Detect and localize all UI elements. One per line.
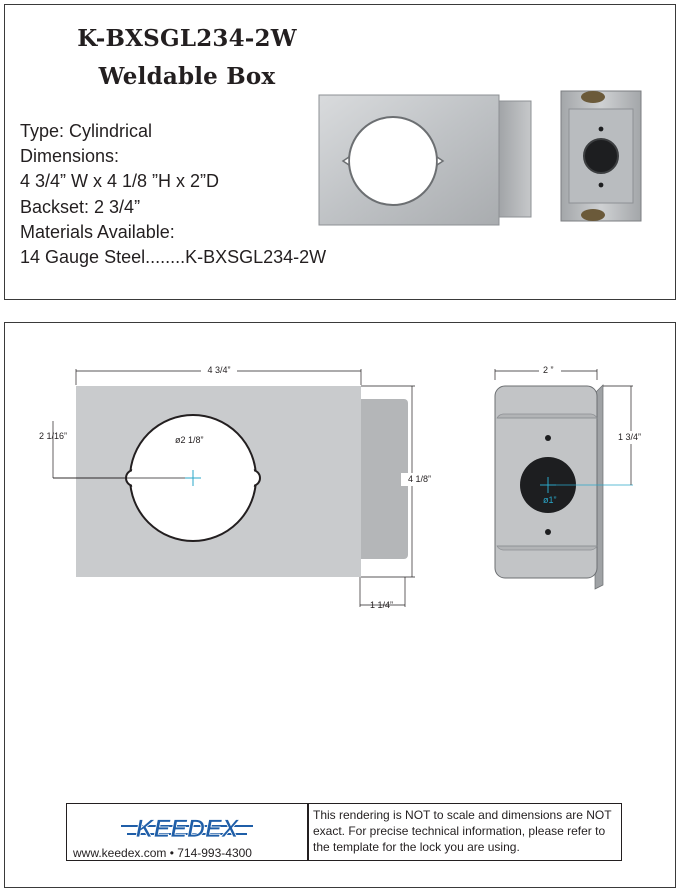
- front-view-drawing: 4 3/4” 4 1/8” 1 1/4” 2 1/16” ø2 1/8”: [39, 364, 431, 610]
- spec-dimensions-label: Dimensions:: [20, 146, 120, 166]
- spec-materials-label: Materials Available:: [20, 222, 175, 242]
- side-depth-dimension: 2 ”: [543, 365, 554, 375]
- spec-backset: Backset: 2 3/4”: [20, 197, 141, 217]
- technical-drawing-panel: 4 3/4” 4 1/8” 1 1/4” 2 1/16” ø2 1/8”: [4, 322, 676, 888]
- front-hole-diameter-dimension: ø2 1/8”: [175, 435, 204, 445]
- front-hole-offset-dimension: 2 1/16”: [39, 431, 67, 441]
- footer-divider: [307, 804, 309, 860]
- side-hole-diameter-dimension: ø1”: [543, 495, 557, 505]
- keedex-logo: KEEDEX: [117, 808, 257, 846]
- part-number-title: K-BXSGL234-2W: [77, 25, 297, 52]
- footer-contact: www.keedex.com • 714-993-4300: [73, 846, 252, 860]
- spec-type: Type: Cylindrical: [20, 121, 153, 141]
- box-front-photo: [318, 94, 532, 226]
- front-width-dimension: 4 3/4”: [207, 365, 230, 375]
- box-side-photo: [560, 90, 642, 222]
- spec-dimensions-value: 4 3/4” W x 4 1/8 ”H x 2”D: [20, 171, 220, 191]
- product-name-title: Weldable Box: [98, 63, 276, 90]
- footer-info-box: KEEDEX www.keedex.com • 714-993-4300 Thi…: [66, 803, 622, 861]
- front-flange-dimension: 1 1/4”: [370, 600, 393, 610]
- spec-material-item: 14 Gauge Steel........K-BXSGL234-2W: [20, 247, 327, 267]
- logo-text: KEEDEX: [136, 815, 240, 843]
- side-view-drawing: 2 ” ø1” 1 3/4”: [494, 364, 647, 590]
- front-view-flange: [360, 399, 408, 559]
- side-hole-height-dimension: 1 3/4”: [618, 432, 641, 442]
- footer-disclaimer: This rendering is NOT to scale and dimen…: [313, 808, 612, 854]
- product-header-panel: K-BXSGL234-2W Weldable Box Type: Cylindr…: [4, 4, 676, 300]
- front-height-dimension: 4 1/8”: [408, 474, 431, 484]
